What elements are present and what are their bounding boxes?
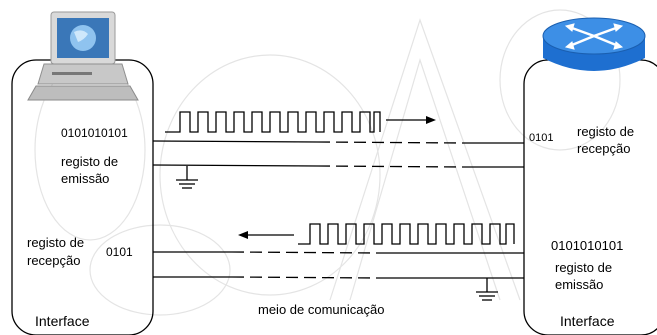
left-emission-label-line2: emissão bbox=[61, 171, 110, 186]
left-reception-label-line2: recepção bbox=[27, 253, 81, 268]
router-icon bbox=[542, 17, 646, 71]
left-reception-label-line1: registo de bbox=[27, 235, 85, 250]
ground-icon-right bbox=[476, 278, 498, 301]
left-interface-box bbox=[11, 59, 154, 335]
medium-label: meio de comunicação bbox=[258, 302, 385, 317]
right-emission-label-line1: registo de bbox=[555, 260, 613, 275]
right-register-value: 0101010101 bbox=[551, 238, 624, 253]
right-reception-label-line1: registo de bbox=[577, 124, 635, 139]
left-received-value: 0101 bbox=[106, 245, 133, 259]
right-interface-box bbox=[523, 59, 657, 335]
lower-link bbox=[153, 251, 524, 279]
left-arrow bbox=[238, 231, 294, 239]
watermark bbox=[34, 9, 621, 316]
upper-signal-wave bbox=[165, 111, 381, 133]
ground-icon-left bbox=[176, 166, 198, 189]
right-arrow bbox=[386, 116, 436, 124]
right-received-value: 0101 bbox=[529, 132, 554, 144]
left-interface-label: Interface bbox=[35, 313, 90, 329]
left-register-value: 0101010101 bbox=[61, 126, 128, 140]
upper-link bbox=[152, 140, 524, 168]
right-emission-label-line2: emissão bbox=[555, 277, 604, 292]
right-interface-label: Interface bbox=[560, 313, 615, 329]
computer-icon bbox=[27, 11, 139, 101]
left-emission-label-line1: registo de bbox=[61, 154, 119, 169]
lower-signal-wave bbox=[298, 223, 515, 245]
right-reception-label-line2: recepção bbox=[577, 141, 631, 156]
